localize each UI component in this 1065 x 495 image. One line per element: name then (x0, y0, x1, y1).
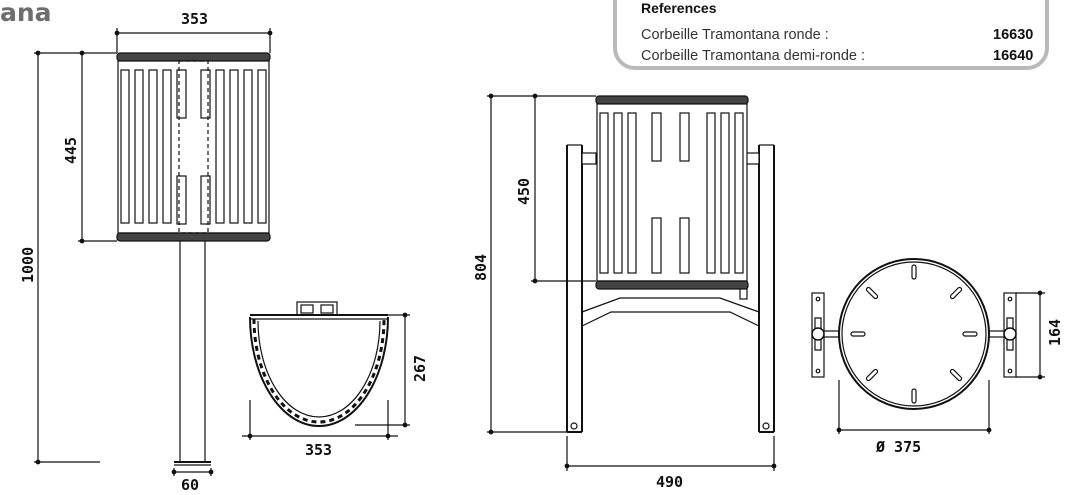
reference-code: 16630 (993, 27, 1034, 43)
pole-bin-elevation: 353 445 1000 60 (19, 10, 273, 494)
round-bin-outline (838, 258, 990, 410)
bottom-slots (850, 264, 978, 404)
dim-half-round-depth: 267 (411, 355, 429, 382)
dim-round-bracket-height: 164 (1046, 319, 1064, 346)
frame-bin-bottom-rim (595, 280, 749, 290)
reference-row-round: Corbeille Tramontana ronde : 16630 (641, 27, 1033, 43)
dim-pole-base-width: 60 (181, 476, 199, 494)
dim-half-round-width: 353 (305, 441, 332, 459)
frame-bin-top-rim (595, 95, 749, 105)
half-round-slats (252, 318, 386, 424)
bin-bottom-rim (116, 232, 271, 242)
references-title: References (641, 0, 717, 16)
dim-frame-width: 490 (656, 473, 683, 491)
pivot-left (581, 152, 597, 165)
dim-frame-bin-height: 450 (515, 178, 533, 205)
half-round-bin-plan: 267 353 (242, 301, 429, 459)
reference-label: Corbeille Tramontana demi-ronde : (641, 48, 866, 64)
dim-round-diameter: Ø 375 (875, 438, 921, 456)
half-round-inner (257, 320, 381, 418)
frame-bin-body (596, 103, 748, 282)
frame-crossbar-top (581, 297, 760, 313)
frame-crossbar-bottom (581, 311, 760, 327)
reference-label: Corbeille Tramontana ronde : (641, 27, 829, 43)
frame-bin-slats (599, 112, 744, 274)
dim-pole-total-height: 1000 (19, 247, 37, 283)
half-round-outer (249, 316, 389, 427)
dim-pole-top-width: 353 (181, 10, 208, 28)
references-box: References Corbeille Tramontana ronde : … (613, 0, 1049, 70)
frame-bin-elevation: 450 804 490 (472, 93, 777, 491)
reference-row-half-round: Corbeille Tramontana demi-ronde : 16640 (641, 48, 1033, 64)
product-title-fragment: ana (0, 0, 52, 27)
bin-slats (120, 69, 267, 225)
round-bin-plan: 164 Ø 375 (811, 258, 1064, 456)
dim-pole-bin-height: 445 (62, 137, 80, 164)
bin-body (117, 60, 270, 234)
dim-frame-total-height: 804 (472, 254, 490, 281)
hidden-pole-in-bin (178, 60, 209, 234)
bin-top-rim (116, 52, 271, 62)
reference-code: 16640 (993, 48, 1034, 64)
